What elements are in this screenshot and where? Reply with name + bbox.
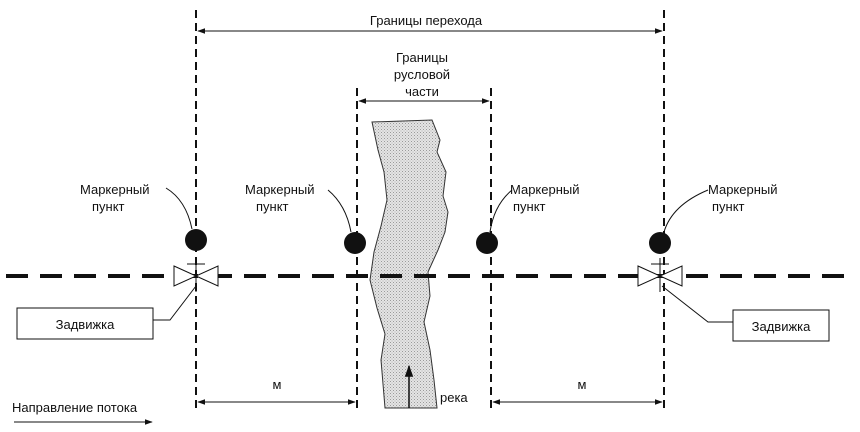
marker-leader-4	[663, 189, 709, 233]
marker-label-4a: Маркерный	[708, 182, 778, 197]
marker-leader-3	[489, 189, 513, 233]
marker-point-3	[476, 232, 498, 254]
valve-leader-left	[153, 285, 197, 321]
river-channel	[369, 119, 449, 409]
marker-label-2b: пункт	[256, 199, 289, 214]
marker-label-3b: пункт	[513, 199, 546, 214]
channel-boundaries-label-2: русловой	[394, 67, 450, 82]
valve-leader-right	[661, 285, 733, 323]
valve-label-right: Задвижка	[752, 319, 812, 334]
marker-point-2	[344, 232, 366, 254]
distance-label-right: м	[578, 377, 587, 392]
channel-boundaries-label-3: части	[405, 84, 439, 99]
valve-box-left	[16, 307, 154, 340]
crossing-boundaries-label: Границы перехода	[370, 13, 483, 28]
valve-symbol-left	[173, 258, 219, 292]
distance-label-left: м	[273, 377, 282, 392]
marker-label-1a: Маркерный	[80, 182, 150, 197]
marker-point-4	[649, 232, 671, 254]
marker-label-3a: Маркерный	[510, 182, 580, 197]
marker-label-1b: пункт	[92, 199, 125, 214]
valve-symbol-right	[637, 258, 683, 292]
marker-label-2a: Маркерный	[245, 182, 315, 197]
valve-box-right	[732, 309, 830, 342]
marker-label-4b: пункт	[712, 199, 745, 214]
flow-direction-label: Направление потока	[12, 400, 138, 415]
marker-leader-1	[165, 187, 193, 230]
river-label: река	[440, 390, 468, 405]
marker-leader-2	[327, 189, 352, 233]
marker-point-1	[185, 229, 207, 251]
channel-boundaries-label-1: Границы	[396, 50, 448, 65]
valve-label-left: Задвижка	[56, 317, 116, 332]
